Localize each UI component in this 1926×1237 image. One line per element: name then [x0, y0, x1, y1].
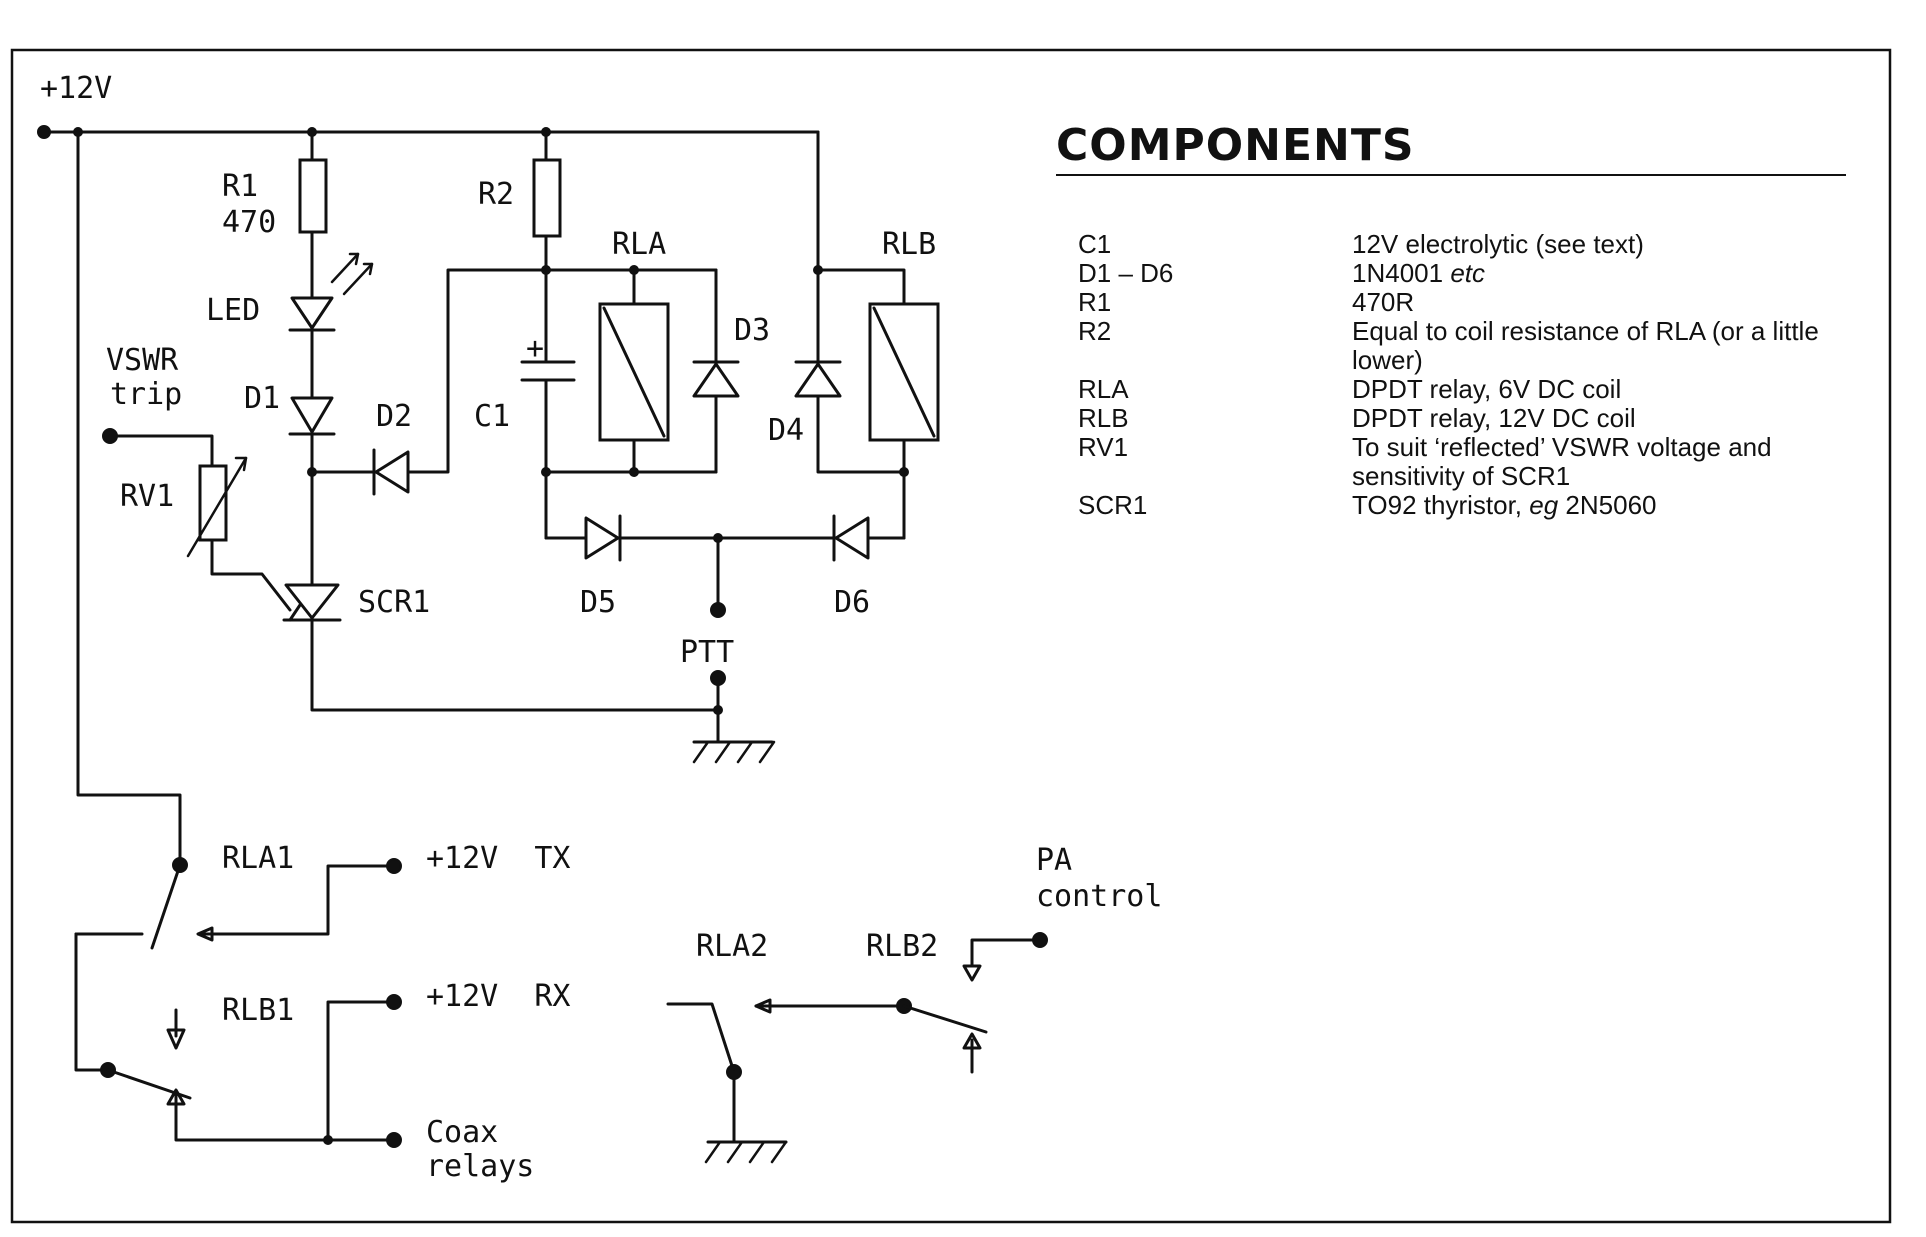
- component-ref: R2: [1078, 316, 1112, 346]
- label-r1-value: 470: [222, 205, 276, 240]
- label-pa: PA: [1036, 843, 1072, 878]
- capacitor-c1: [520, 360, 576, 540]
- component-ref: R1: [1078, 287, 1112, 317]
- label-d1: D1: [244, 381, 280, 416]
- label-rlb2: RLB2: [866, 929, 938, 964]
- component-ref: RLB: [1078, 403, 1129, 433]
- label-r1: R1: [222, 169, 258, 204]
- label-rla1: RLA1: [222, 841, 294, 876]
- label-relays: relays: [426, 1149, 534, 1184]
- potentiometer-rv1: [102, 428, 292, 612]
- switch-rlb1: [74, 932, 402, 1148]
- component-desc-after: 2N5060: [1565, 490, 1657, 520]
- component-ref: RV1: [1078, 432, 1129, 462]
- label-rx: +12V RX: [426, 979, 571, 1014]
- led-diode: [288, 252, 374, 400]
- components-row: R1 470R: [1056, 288, 1846, 317]
- label-d2: D2: [376, 399, 412, 434]
- components-row: RV1 To suit ‘reflected’ VSWR voltage and …: [1056, 433, 1846, 491]
- label-tx: +12V TX: [426, 841, 571, 876]
- component-desc-italic: eg: [1529, 490, 1559, 520]
- component-desc: 12V electrolytic (see text): [1352, 230, 1846, 259]
- label-rla: RLA: [612, 227, 666, 262]
- component-ref: RLA: [1078, 374, 1129, 404]
- components-row: RLA DPDT relay, 6V DC coil: [1056, 375, 1846, 404]
- component-ref: C1: [1078, 229, 1112, 259]
- switch-rla2: [666, 1002, 788, 1164]
- label-d4: D4: [768, 413, 804, 448]
- label-trip: trip: [110, 377, 182, 412]
- resistor-r2: [532, 130, 562, 362]
- components-table: COMPONENTS C1 12V electrolytic (see text)…: [1056, 122, 1846, 520]
- component-desc-text: 12V electrolytic (see text): [1352, 229, 1644, 259]
- rail-12v: [37, 125, 820, 139]
- label-vswr: VSWR: [106, 343, 179, 378]
- label-12v: +12V: [40, 71, 112, 106]
- thyristor-scr1: [282, 583, 720, 712]
- components-title: COMPONENTS: [1056, 122, 1846, 176]
- components-row: RLB DPDT relay, 12V DC coil: [1056, 404, 1846, 433]
- component-desc: 470R: [1352, 288, 1846, 317]
- label-rlb: RLB: [882, 227, 936, 262]
- label-rlb1: RLB1: [222, 993, 294, 1028]
- component-desc-text: To suit ‘reflected’ VSWR voltage and sen…: [1352, 432, 1772, 491]
- component-desc-text: 1N4001: [1352, 258, 1444, 288]
- component-desc-text: TO92 thyristor,: [1352, 490, 1523, 520]
- label-c1: C1: [474, 399, 510, 434]
- component-desc-text: DPDT relay, 12V DC coil: [1352, 403, 1636, 433]
- label-rv1: RV1: [120, 479, 174, 514]
- components-list: C1 12V electrolytic (see text) D1 – D6 1N40…: [1056, 230, 1846, 520]
- components-row: R2 Equal to coil resistance of RLA (or a …: [1056, 317, 1846, 375]
- component-ref: D1 – D6: [1078, 258, 1174, 288]
- label-d5: D5: [580, 585, 616, 620]
- diode-d1: [288, 396, 336, 587]
- switch-rla1: [150, 857, 402, 950]
- label-r2: R2: [478, 177, 514, 212]
- component-desc-text: 470R: [1352, 287, 1415, 317]
- component-ref: SCR1: [1078, 490, 1148, 520]
- components-row: SCR1 TO92 thyristor, eg 2N5060: [1056, 491, 1846, 520]
- component-desc-text: DPDT relay, 6V DC coil: [1352, 374, 1622, 404]
- component-desc: DPDT relay, 6V DC coil: [1352, 375, 1846, 404]
- ground-symbol: [692, 740, 776, 764]
- component-desc: DPDT relay, 12V DC coil: [1352, 404, 1846, 433]
- switch-rlb2: [754, 932, 1048, 1074]
- component-desc-italic: etc: [1450, 258, 1485, 288]
- label-rla2: RLA2: [696, 929, 768, 964]
- diode-d3: [692, 268, 740, 474]
- component-desc-text: Equal to coil resistance of RLA (or a li…: [1352, 316, 1819, 375]
- figure-border: [10, 48, 1892, 1224]
- supply-wire: [76, 130, 182, 867]
- label-control: control: [1036, 879, 1162, 914]
- label-led: LED: [206, 293, 260, 328]
- component-desc: Equal to coil resistance of RLA (or a li…: [1352, 317, 1846, 375]
- label-coax: Coax: [426, 1115, 498, 1150]
- diode-d2: [310, 265, 551, 496]
- resistor-r1: [298, 130, 328, 300]
- label-scr1: SCR1: [358, 585, 430, 620]
- relay-coil-rlb: [813, 130, 940, 540]
- component-desc: TO92 thyristor, eg 2N5060: [1352, 491, 1846, 520]
- diode-d4: [794, 268, 906, 474]
- label-d6: D6: [834, 585, 870, 620]
- components-row: D1 – D6 1N4001 etc: [1056, 259, 1846, 288]
- label-ptt: PTT: [680, 635, 734, 670]
- diode-d5: [544, 514, 838, 562]
- diode-d6: [832, 514, 906, 562]
- component-desc: 1N4001 etc: [1352, 259, 1846, 288]
- label-cap-plus: +: [526, 331, 544, 366]
- component-desc: To suit ‘reflected’ VSWR voltage and sen…: [1352, 433, 1846, 491]
- components-row: C1 12V electrolytic (see text): [1056, 230, 1846, 259]
- label-d3: D3: [734, 313, 770, 348]
- relay-coil-rla: [544, 265, 718, 477]
